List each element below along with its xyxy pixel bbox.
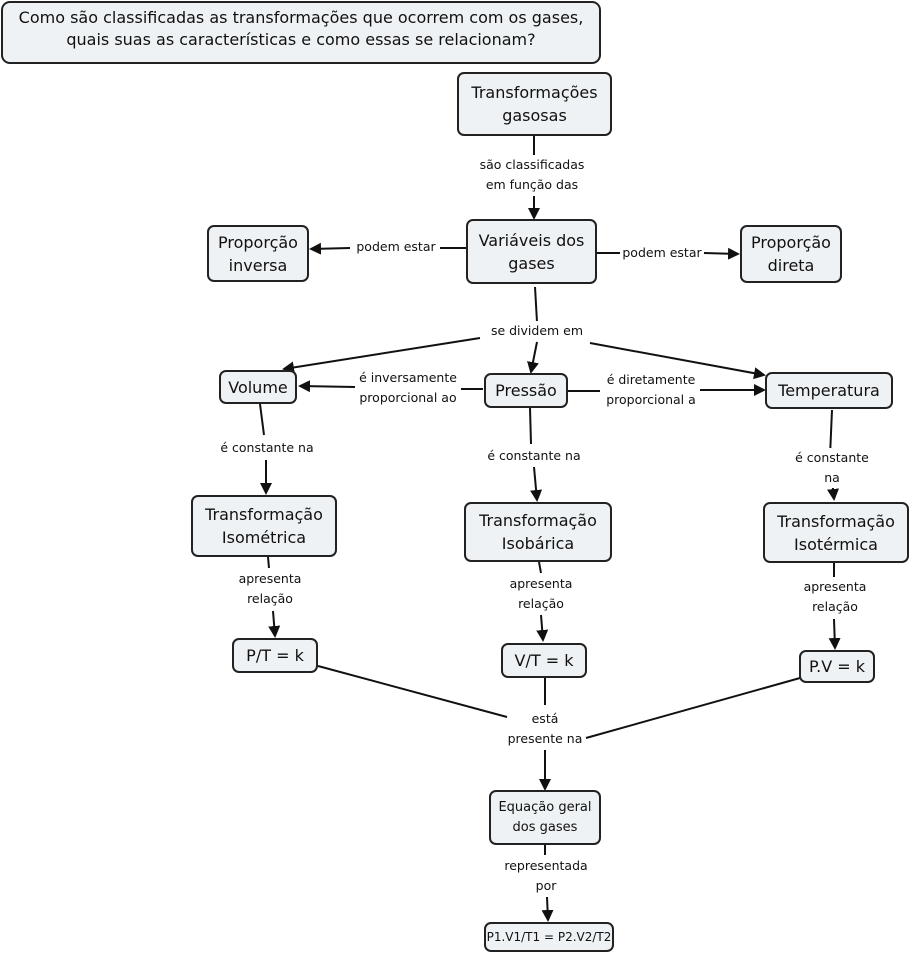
link-presente-na: está presente na [507,709,583,749]
node-pressao[interactable]: Pressão [484,373,568,408]
node-temperatura[interactable]: Temperatura [765,372,893,409]
node-p-t-k[interactable]: P/T = k [232,638,318,673]
link-se-dividem-em: se dividem em [490,321,584,341]
node-proporcao-inversa[interactable]: Proporção inversa [207,225,309,282]
link-constante-temperatura: é constante na [792,448,872,488]
link-apresenta-isometrica: apresenta relação [238,569,302,609]
node-equacao-geral[interactable]: Equação geral dos gases [489,790,601,845]
node-transformacao-isometrica[interactable]: Transformação Isométrica [191,495,337,557]
link-podem-estar-inversa: podem estar [356,237,436,257]
node-volume[interactable]: Volume [219,370,297,404]
node-transformacao-isobarica[interactable]: Transformação Isobárica [464,502,612,562]
node-transformacao-isotermica[interactable]: Transformação Isotérmica [763,502,909,563]
link-inversamente: é inversamente proporcional ao [359,368,457,408]
link-constante-volume: é constante na [220,438,314,458]
link-apresenta-isotermica: apresenta relação [803,577,867,617]
link-classificadas: são classificadas em função das [479,155,585,195]
link-apresenta-isobarica: apresenta relação [509,574,573,614]
link-representada-por: representada por [504,856,588,896]
node-v-t-k[interactable]: V/T = k [501,643,587,678]
link-diretamente: é diretamente proporcional a [606,370,696,410]
node-transformacoes-gasosas[interactable]: Transformações gasosas [457,72,612,136]
focus-question: Como são classificadas as transformações… [1,1,601,64]
node-variaveis-dos-gases[interactable]: Variáveis dos gases [466,219,597,284]
link-podem-estar-direta: podem estar [622,243,702,263]
link-constante-pressao: é constante na [487,446,581,466]
node-formula[interactable]: P1.V1/T1 = P2.V2/T2 [484,922,614,952]
node-proporcao-direta[interactable]: Proporção direta [740,225,842,283]
node-p-v-k[interactable]: P.V = k [799,650,875,683]
